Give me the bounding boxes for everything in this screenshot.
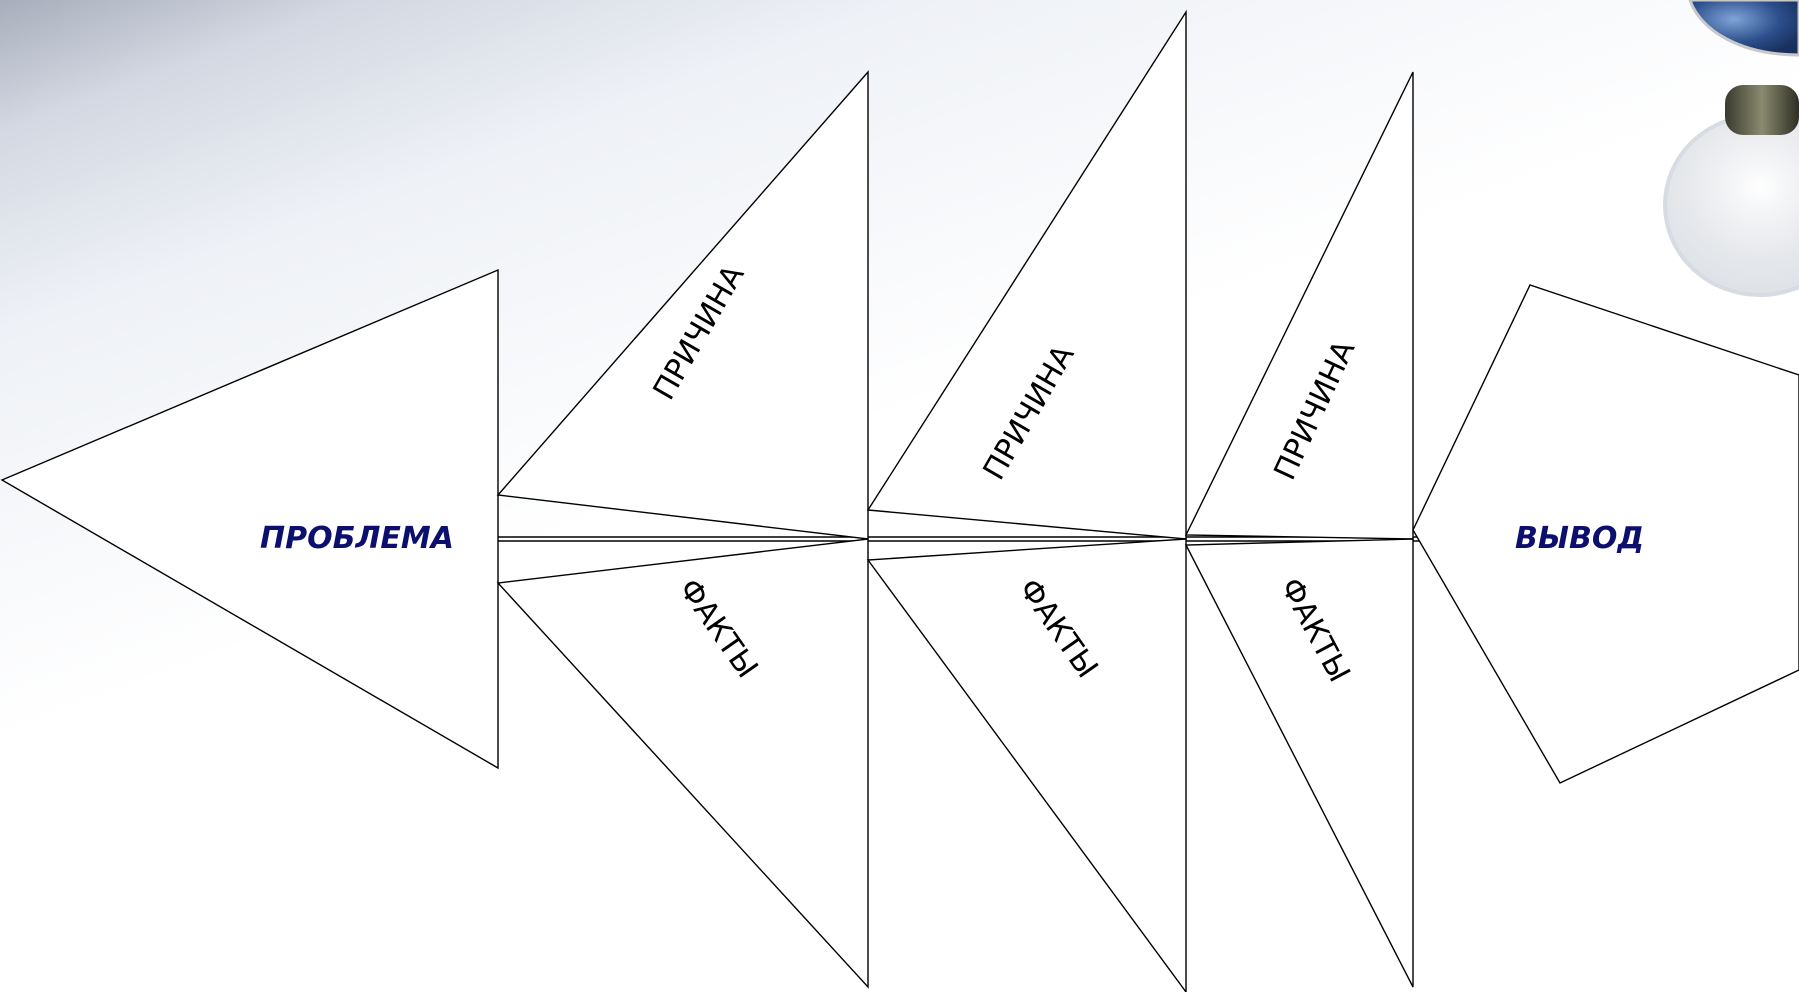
bone-1: ПРИЧИНА ФАКТЫ [496, 70, 869, 989]
problem-head: ПРОБЛЕМА [0, 268, 499, 770]
conclusion-tail: ВЫВОД [1412, 284, 1799, 784]
bone-1-cause-triangle [496, 70, 869, 540]
spine [498, 536, 1420, 542]
problem-triangle [0, 268, 499, 770]
conclusion-shape [1412, 284, 1799, 784]
bone-3-cause-triangle [1184, 71, 1414, 540]
conclusion-label: ВЫВОД [1515, 521, 1644, 556]
bone-2: ПРИЧИНА ФАКТЫ [866, 9, 1187, 992]
problem-label: ПРОБЛЕМА [260, 521, 454, 556]
globe-icon [1663, 0, 1799, 297]
bone-3-facts-triangle [1184, 538, 1414, 988]
bone-1-facts-triangle [496, 538, 869, 989]
bone-3: ПРИЧИНА ФАКТЫ [1184, 71, 1414, 988]
bone-2-facts-triangle [866, 538, 1187, 992]
bone-2-cause-triangle [866, 9, 1187, 540]
